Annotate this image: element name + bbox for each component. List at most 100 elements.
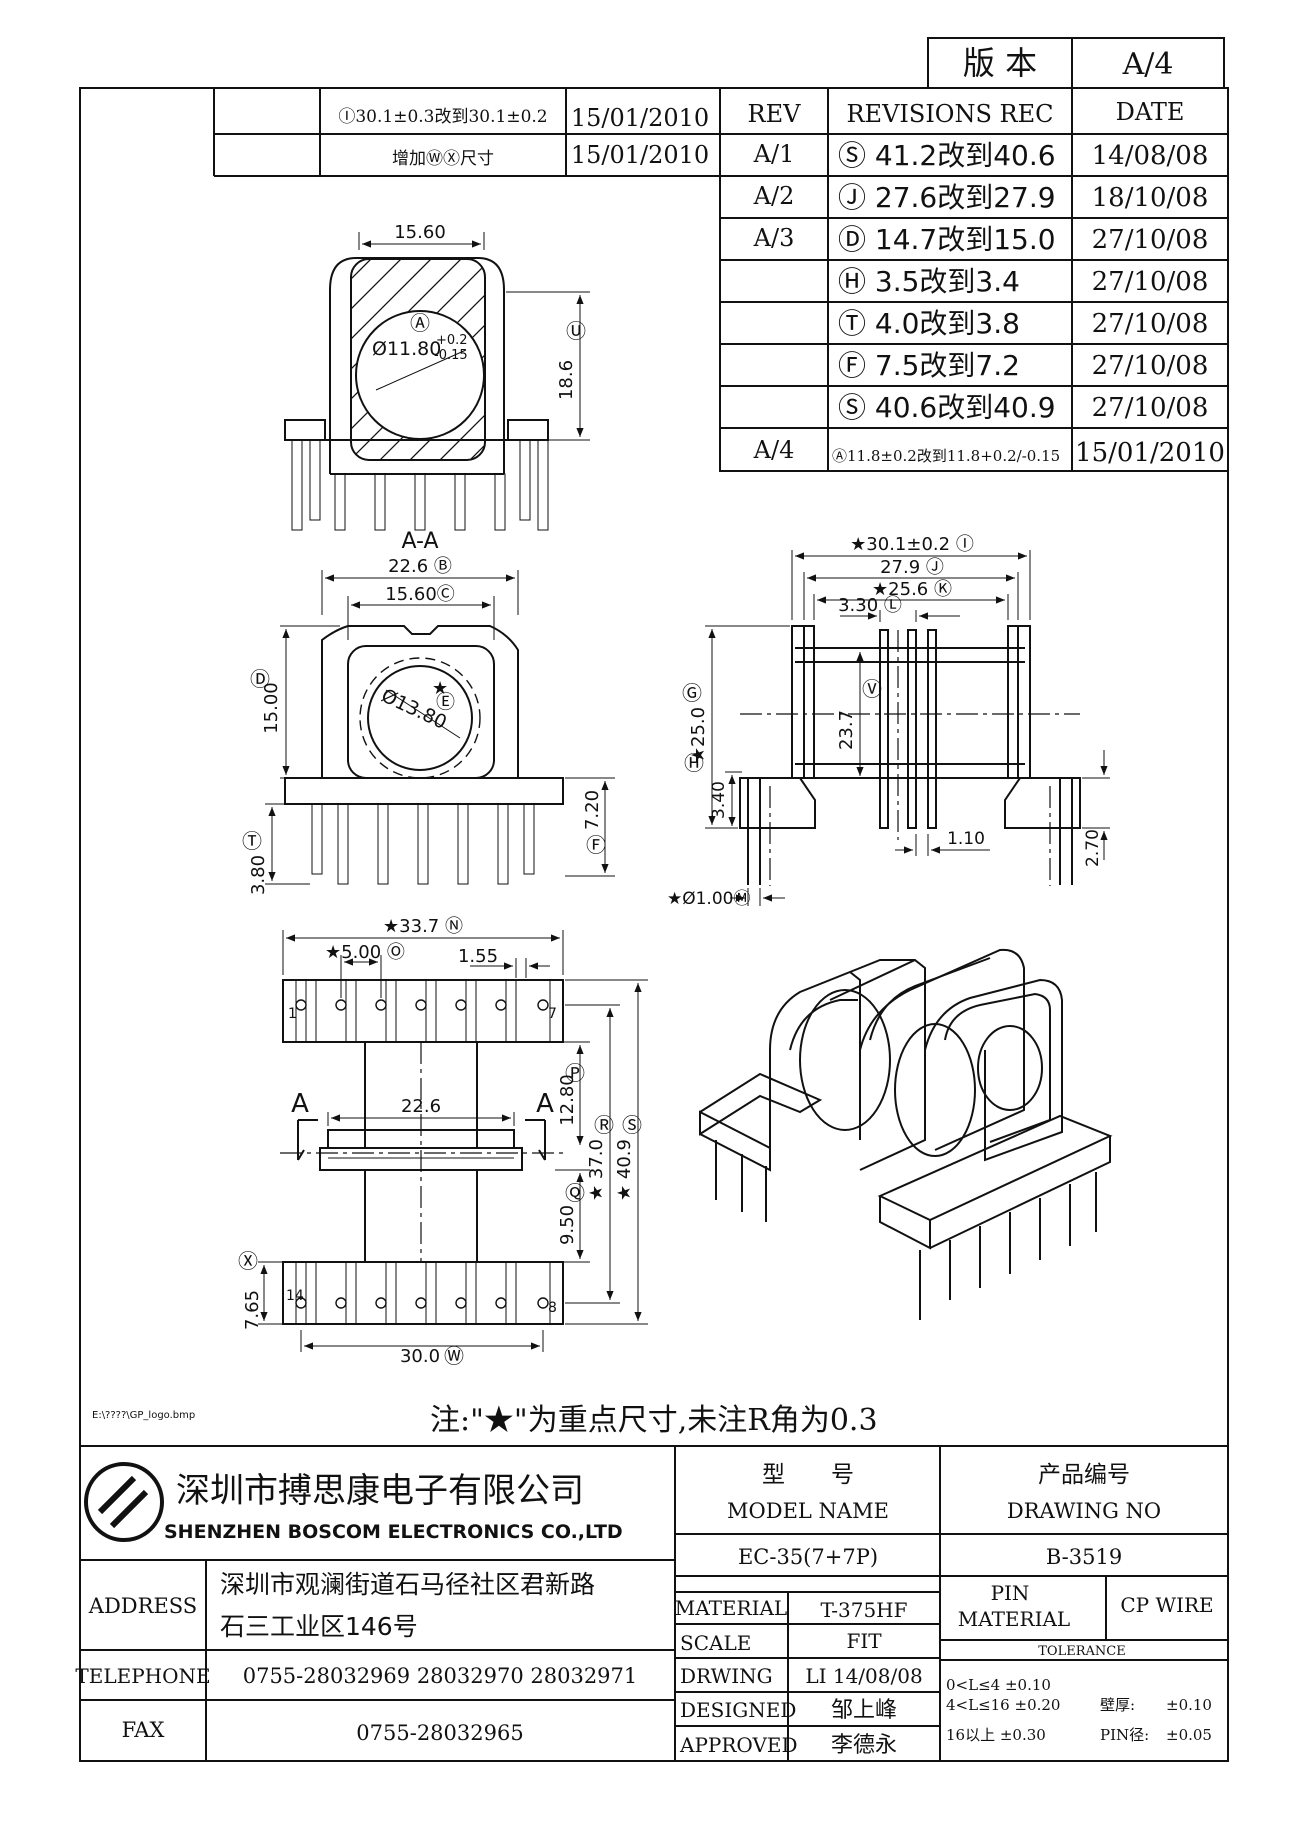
scale-label: SCALE (680, 1631, 751, 1655)
dim-270: 2.70 (1083, 829, 1103, 867)
top-rev-2-desc: 增加ⓌⓍ尺寸 (392, 149, 494, 169)
title-block: 深圳市搏思康电子有限公司 SHENZHEN BOSCOM ELECTRONICS… (75, 1446, 1228, 1761)
material-value: T-375HF (820, 1598, 907, 1622)
approved-value: 李德永 (831, 1733, 897, 1758)
label-e: Ⓔ (436, 691, 455, 713)
tolerance-range-1: 0<L≤4 ±0.10 (946, 1676, 1051, 1694)
version-box: 版 本 A/4 (927, 37, 1225, 89)
svg-text:版 本: 版 本 (963, 44, 1037, 82)
dim-q: 9.50 (557, 1205, 578, 1245)
dim-k: ★25.6 Ⓚ (872, 579, 952, 600)
label-f: Ⓕ (586, 833, 606, 857)
pin-diameter-value: ±0.05 (1166, 1726, 1212, 1744)
rev-row-rev: A/3 (753, 224, 795, 252)
drawing-no-label-en: DRAWING NO (1007, 1499, 1161, 1523)
label-g: Ⓖ (682, 681, 702, 705)
pin-8: 8 (548, 1300, 557, 1316)
label-r: Ⓡ (594, 1113, 614, 1137)
rev-row-rec: Ⓕ 7.5改到7.2 (838, 349, 1020, 382)
model-value: EC-35(7+7P) (738, 1545, 878, 1569)
section-height-t: 3.80 (248, 855, 269, 895)
svg-text:A/4: A/4 (1122, 47, 1174, 82)
telephone-value: 0755-28032969 28032970 28032971 (243, 1664, 638, 1688)
section-height-d: 15.00 (261, 682, 282, 734)
label-h: Ⓗ (684, 751, 704, 775)
rev-row-rev: A/1 (753, 140, 795, 168)
rev-row-rec: Ⓙ 27.6改到27.9 (838, 181, 1056, 214)
top-rev-1-date: 15/01/2010 (571, 104, 709, 132)
rev-row-date: 14/08/08 (1092, 141, 1209, 171)
rev-row-date: 15/01/2010 (1075, 438, 1225, 468)
designed-value: 邹上峰 (831, 1698, 897, 1723)
pin-7: 7 (548, 1006, 557, 1022)
rev-row-date: 27/10/08 (1092, 309, 1209, 339)
section-width-inner: 15.60Ⓒ (385, 584, 455, 605)
material-label: MATERIAL (675, 1596, 787, 1620)
model-label-cn: 型 号 (762, 1462, 854, 1488)
dim-l: 3.30 Ⓛ (838, 595, 902, 616)
rev-row-rev: A/4 (753, 436, 795, 464)
model-label-en: MODEL NAME (727, 1499, 889, 1523)
section-width-outer: 22.6 Ⓑ (388, 556, 452, 577)
dim-i: ★30.1±0.2 Ⓘ (850, 534, 974, 555)
dim-o: ★5.00 Ⓞ (325, 942, 405, 963)
label-d: Ⓓ (250, 667, 270, 691)
side-view: ★30.1±0.2 Ⓘ 27.9 Ⓙ ★25.6 Ⓚ 3.30 Ⓛ ★25.0 … (667, 534, 1110, 909)
designed-label: DESIGNED (680, 1698, 796, 1722)
label-v: Ⓥ (862, 677, 882, 701)
rev-header-rec: REVISIONS REC (846, 100, 1053, 128)
sheet-border (79, 87, 1229, 1762)
file-reference: E:\????\GP_logo.bmp (92, 1410, 195, 1421)
drwing-value: LI 14/08/08 (805, 1664, 922, 1688)
dim-j: 27.9 Ⓙ (880, 557, 944, 578)
company-name-en: SHENZHEN BOSCOM ELECTRONICS CO.,LTD (164, 1521, 623, 1543)
dim-226-bottom: 22.6 (401, 1096, 441, 1117)
label-q: Ⓠ (565, 1181, 585, 1205)
address-label: ADDRESS (88, 1594, 197, 1618)
top-rev-2-date: 15/01/2010 (571, 141, 709, 169)
wall-thickness-value: ±0.10 (1166, 1696, 1212, 1714)
scale-value: FIT (846, 1629, 882, 1653)
rev-row-date: 27/10/08 (1092, 351, 1209, 381)
rev-row-rec: Ⓓ 14.7改到15.0 (838, 223, 1056, 256)
rev-row-rec: Ⓗ 3.5改到3.4 (838, 265, 1020, 298)
section-height-f: 7.20 (582, 790, 603, 830)
isometric-view (699, 948, 1113, 1320)
dim-p: 12.80 (557, 1074, 578, 1126)
top-revision-table: Ⓘ30.1±0.3改到30.1±0.2 15/01/2010 增加ⓌⓍ尺寸 15… (213, 88, 720, 177)
dim-n: ★33.7 Ⓝ (383, 916, 463, 937)
rev-row-date: 27/10/08 (1092, 393, 1209, 423)
dim-h: 3.40 (709, 781, 729, 819)
top-rev-1-desc: Ⓘ30.1±0.3改到30.1±0.2 (338, 107, 547, 127)
telephone-label: TELEPHONE (75, 1664, 210, 1688)
rev-row-rev: A/2 (753, 182, 795, 210)
company-logo (84, 1462, 164, 1542)
drwing-label: DRWING (680, 1664, 773, 1688)
dim-v: 23.7 (836, 710, 857, 750)
bore-label-a: Ⓐ (410, 311, 430, 335)
dim-110: 1.10 (947, 829, 985, 849)
pin-14: 14 (286, 1288, 304, 1304)
rev-row-date: 27/10/08 (1092, 225, 1209, 255)
label-s: Ⓢ (622, 1113, 642, 1137)
label-x: Ⓧ (238, 1249, 258, 1273)
section-aa-view: A-A ★ Ø13.80 Ⓔ 22.6 Ⓑ 15.60Ⓒ 15.00 Ⓓ 7.2… (242, 529, 615, 895)
drawing-note: 注:"★"为重点尺寸,未注R角为0.3 (430, 1403, 878, 1438)
pin-material-label-2: MATERIAL (958, 1607, 1070, 1631)
approved-label: APPROVED (679, 1733, 798, 1757)
company-name-cn: 深圳市搏思康电子有限公司 (176, 1471, 584, 1511)
dim-155: 1.55 (458, 946, 498, 967)
drawing-no-label-cn: 产品编号 (1038, 1462, 1130, 1488)
pin-material-value: CP WIRE (1120, 1593, 1213, 1617)
tolerance-label: TOLERANCE (1038, 1644, 1125, 1659)
dim-g: ★25.0 (688, 707, 709, 763)
address-line-2: 石三工业区146号 (220, 1612, 418, 1641)
label-t: Ⓣ (242, 829, 262, 853)
rev-row-rec: Ⓣ 4.0改到3.8 (838, 307, 1020, 340)
top-view-height: 18.6 (556, 360, 577, 400)
revision-table: REV REVISIONS REC DATE A/1 Ⓢ 41.2改到40.6 … (719, 87, 1229, 472)
tolerance-range-2: 4<L≤16 ±0.20 (946, 1696, 1060, 1714)
rev-header-rev: REV (748, 100, 802, 128)
dim-pin-dia: ★Ø1.00Ⓜ (667, 889, 750, 909)
section-aa-title: A-A (401, 529, 438, 554)
